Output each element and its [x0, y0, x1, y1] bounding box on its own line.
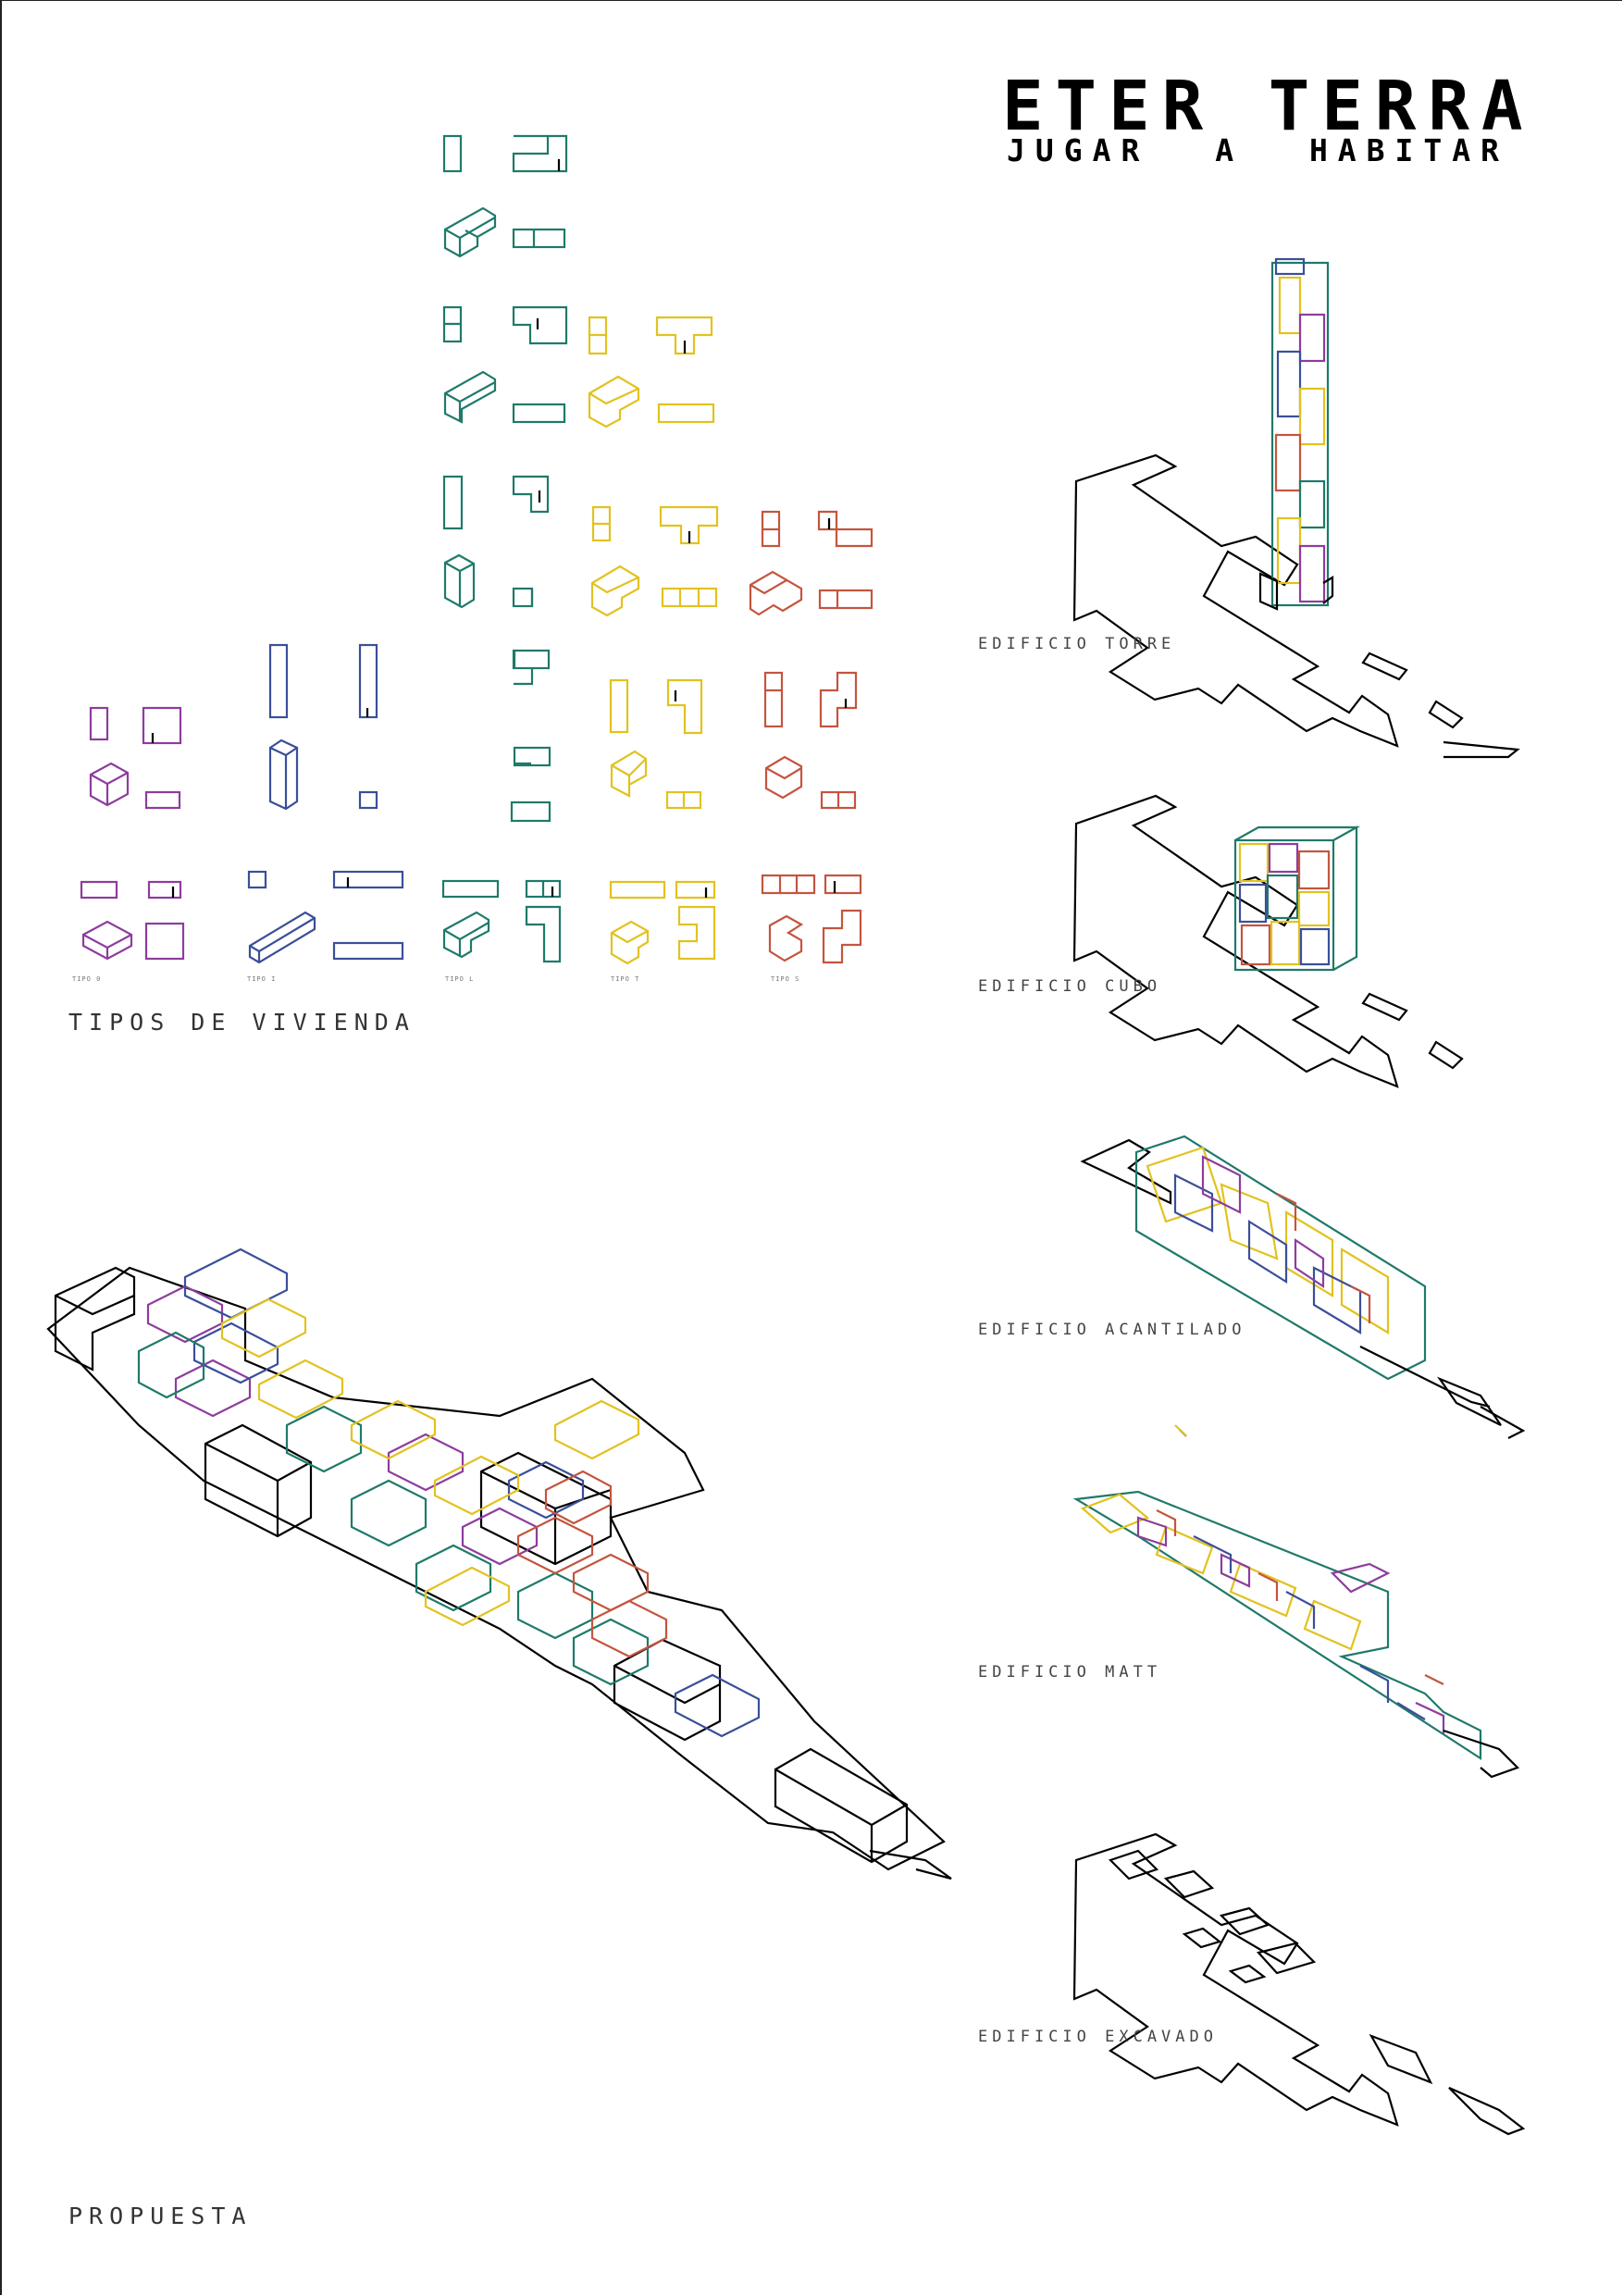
poster-subtitle: JUGAR A HABITAR	[1007, 132, 1510, 168]
edificio-excavado-drawing	[1072, 1832, 1526, 2136]
edificio-matt-label: EDIFICIO MATT	[978, 1663, 1162, 1682]
edificio-matt-drawing	[1072, 1424, 1520, 1779]
tipo-s-label: TIPO S	[771, 975, 800, 983]
tipo-t-label: TIPO T	[611, 975, 640, 983]
tipos-de-vivienda-title: TIPOS DE VIVIENDA	[68, 1009, 415, 1036]
tipo-0-label: TIPO 0	[72, 975, 102, 983]
tipo-l-label: TIPO L	[445, 975, 475, 983]
tipo-s-group	[749, 510, 873, 964]
tipo-t-group	[588, 316, 719, 965]
edificio-acantilado-label: EDIFICIO ACANTILADO	[978, 1321, 1246, 1339]
edificio-acantilado-drawing	[1080, 1135, 1526, 1439]
tipo-i-group	[247, 643, 404, 964]
propuesta-title: PROPUESTA	[68, 2203, 253, 2229]
edificio-torre-drawing	[1072, 257, 1520, 759]
tipo-0-group	[80, 706, 185, 961]
edificio-excavado-label: EDIFICIO EXCAVADO	[978, 2028, 1218, 2046]
tipo-i-label: TIPO I	[247, 975, 277, 983]
poster-title: ETER TERRA	[1002, 67, 1535, 146]
edificio-cubo-label: EDIFICIO CUBO	[978, 977, 1162, 996]
edificio-cubo-drawing	[1072, 794, 1464, 1088]
edificio-torre-label: EDIFICIO TORRE	[978, 635, 1176, 653]
tipo-l-group	[441, 134, 568, 963]
housing-types-catalogue	[80, 134, 873, 965]
propuesta-drawing	[46, 1247, 952, 1880]
